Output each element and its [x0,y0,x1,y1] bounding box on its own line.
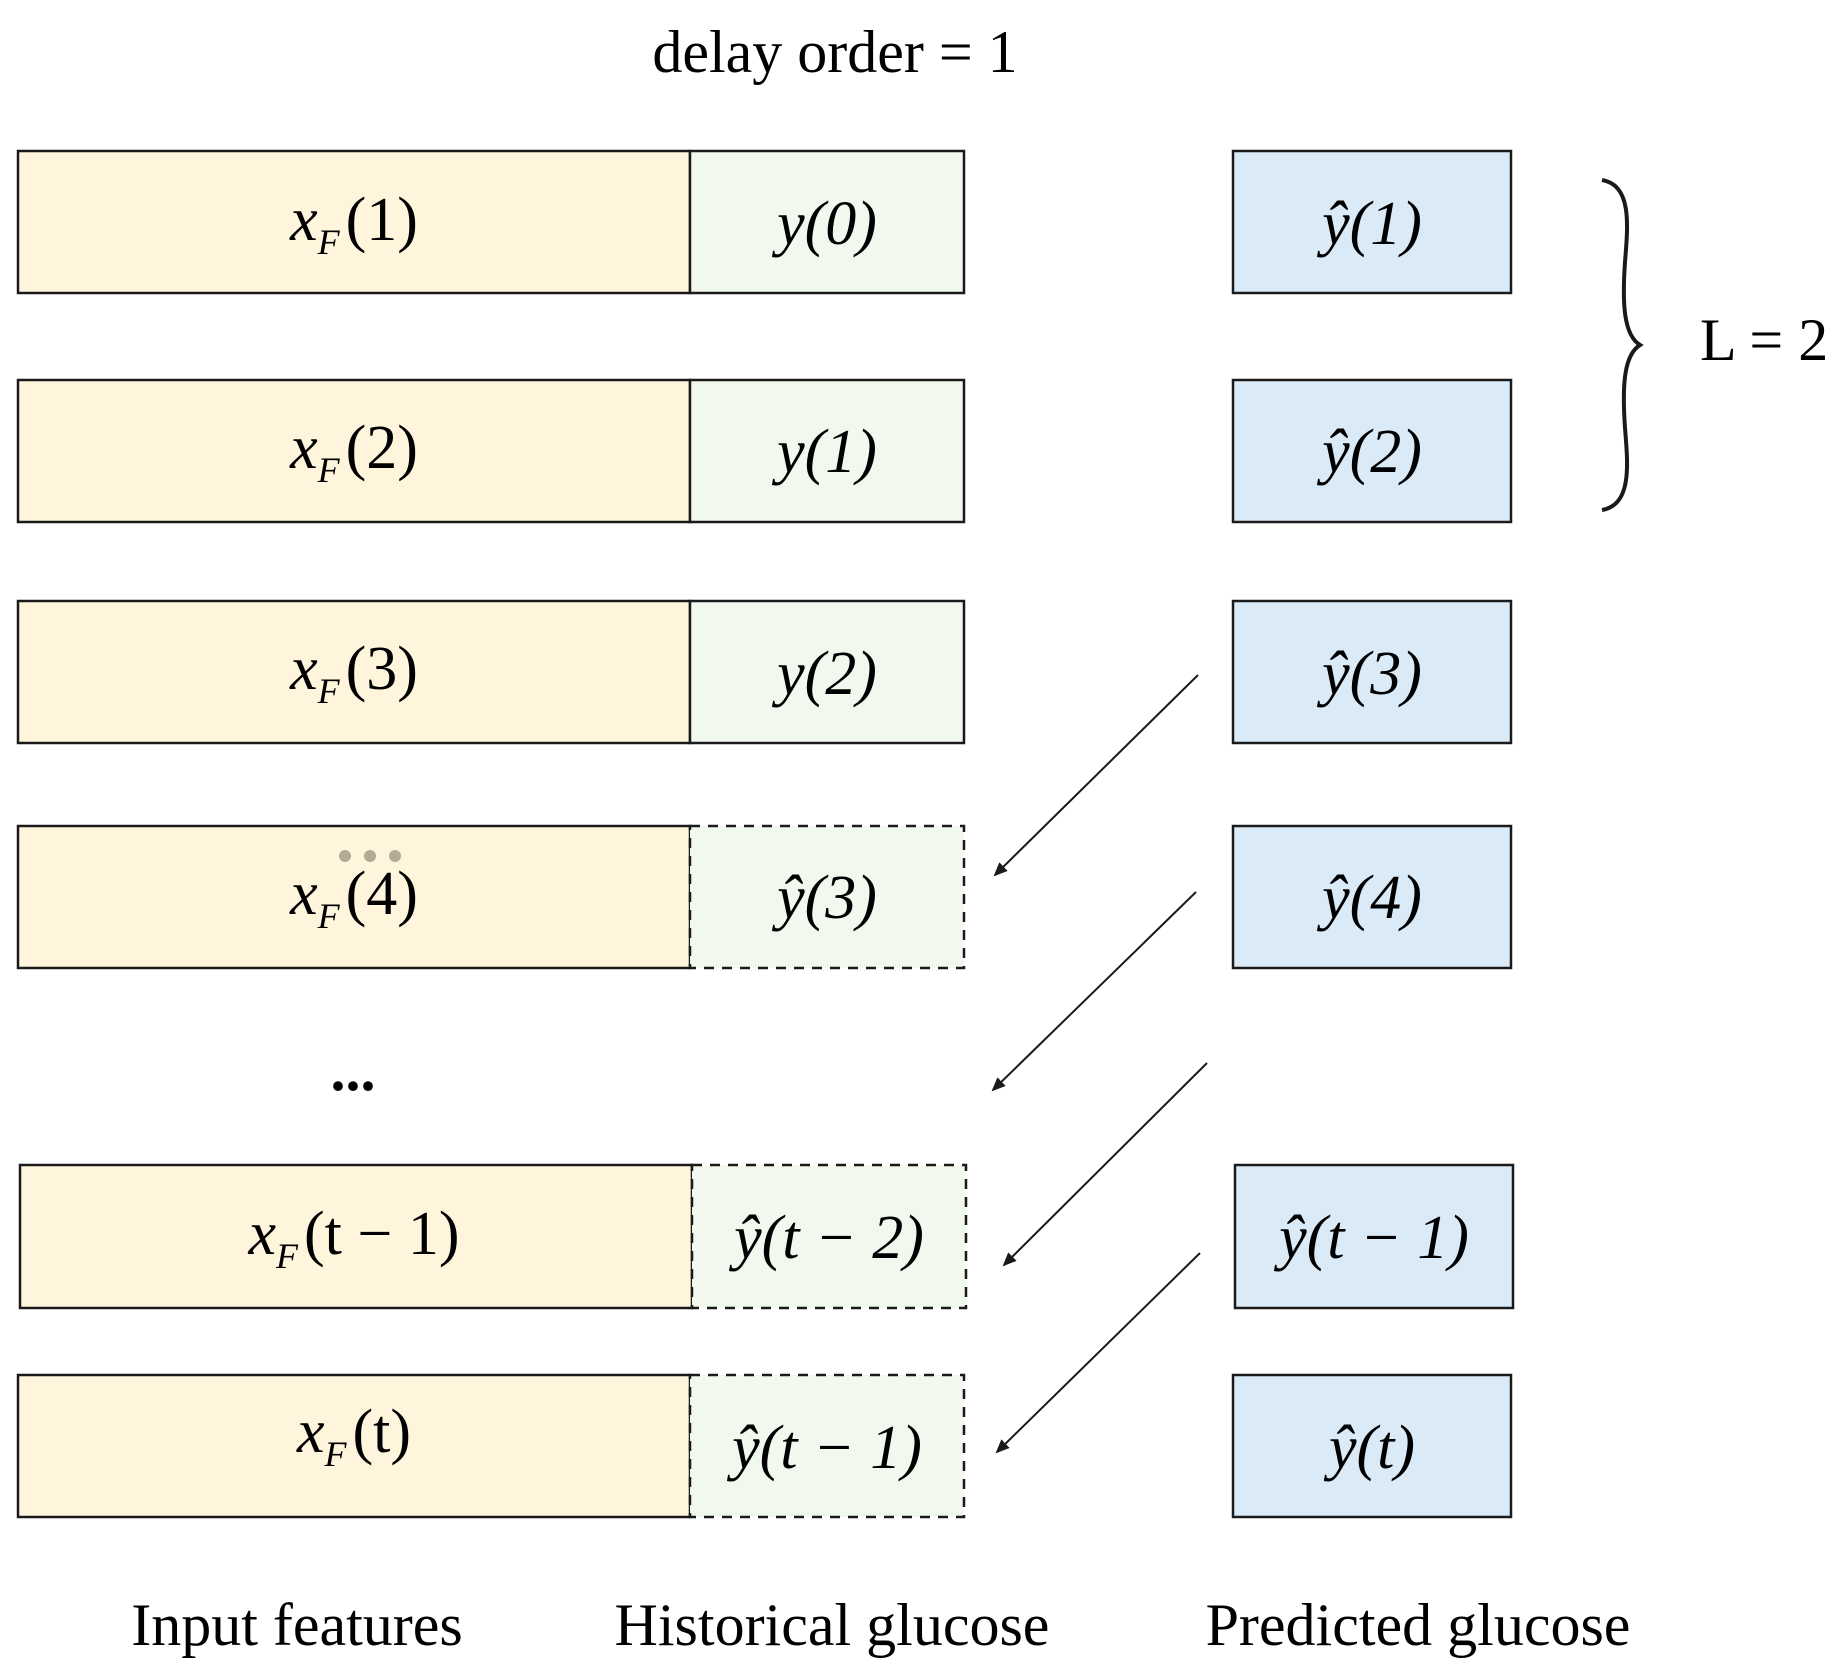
predicted-glucose-box [1231,824,1513,970]
historical-glucose-label: y(0) [771,190,877,258]
sequence-row: xF(t) ŷ(t − 1) ŷ(t) [16,1373,1513,1519]
faint-dots-marker [339,850,401,862]
feedback-arrow [993,674,1199,877]
input-feature-box [16,149,692,295]
input-feature-label: xF(4) [289,860,418,936]
input-feature-box [16,378,692,524]
input-feature-label: xF(1) [289,186,418,262]
input-feature-box [16,599,692,745]
predicted-glucose-box [1231,1373,1513,1519]
predicted-glucose-box [1231,149,1513,295]
input-feature-label: xF(2) [289,414,418,490]
feedback-arrow [1002,1062,1208,1267]
predicted-glucose-box [1233,1163,1515,1310]
historical-glucose-box-dashed [688,1373,966,1519]
predicted-glucose-box [1231,599,1513,745]
historical-glucose-label: y(2) [771,640,877,708]
predicted-glucose-label: ŷ(2) [1316,418,1422,486]
curly-bracket [1601,178,1644,512]
sequence-row: xF(4) ŷ(3) ŷ(4) [16,824,1513,970]
sequence-row: xF(t − 1) ŷ(t − 2) ŷ(t − 1) [18,1163,1515,1310]
predicted-glucose-label: ŷ(3) [1316,640,1422,708]
historical-glucose-box [688,599,966,745]
historical-glucose-label: ŷ(t − 2) [728,1204,924,1272]
ellipsis: ... [331,1037,376,1103]
diagram-title: delay order = 1 [652,19,1017,85]
historical-glucose-box-dashed [690,1163,968,1310]
feedback-arrow [995,1252,1201,1454]
input-feature-label: xF(t) [296,1398,411,1474]
column-label-predicted: Predicted glucose [1206,1592,1631,1658]
column-label-history: Historical glucose [615,1592,1050,1658]
feedback-arrow [991,891,1197,1092]
predicted-glucose-label: ŷ(t) [1323,1414,1415,1482]
sequence-row: xF(1) y(0) ŷ(1) [16,149,1513,295]
predicted-glucose-label: ŷ(t − 1) [1273,1204,1469,1272]
historical-glucose-label: ŷ(3) [771,864,877,932]
sequence-row: xF(2) y(1) ŷ(2) [16,378,1513,524]
input-feature-label: xF(t − 1) [247,1200,459,1276]
historical-glucose-box [688,378,966,524]
historical-glucose-box [688,149,966,295]
input-feature-box [16,824,692,970]
historical-glucose-box-dashed [688,824,966,970]
predicted-glucose-label: ŷ(4) [1316,864,1422,932]
bracket-label: L = 2 [1700,307,1828,373]
sequence-row: xF(3) y(2) ŷ(3) [16,599,1513,745]
input-feature-box [16,1373,692,1519]
input-feature-label: xF(3) [289,635,418,711]
column-label-input: Input features [131,1592,463,1658]
input-feature-box [18,1163,694,1310]
predicted-glucose-box [1231,378,1513,524]
historical-glucose-label: ŷ(t − 1) [726,1414,922,1482]
predicted-glucose-label: ŷ(1) [1316,190,1422,258]
historical-glucose-label: y(1) [771,418,877,486]
